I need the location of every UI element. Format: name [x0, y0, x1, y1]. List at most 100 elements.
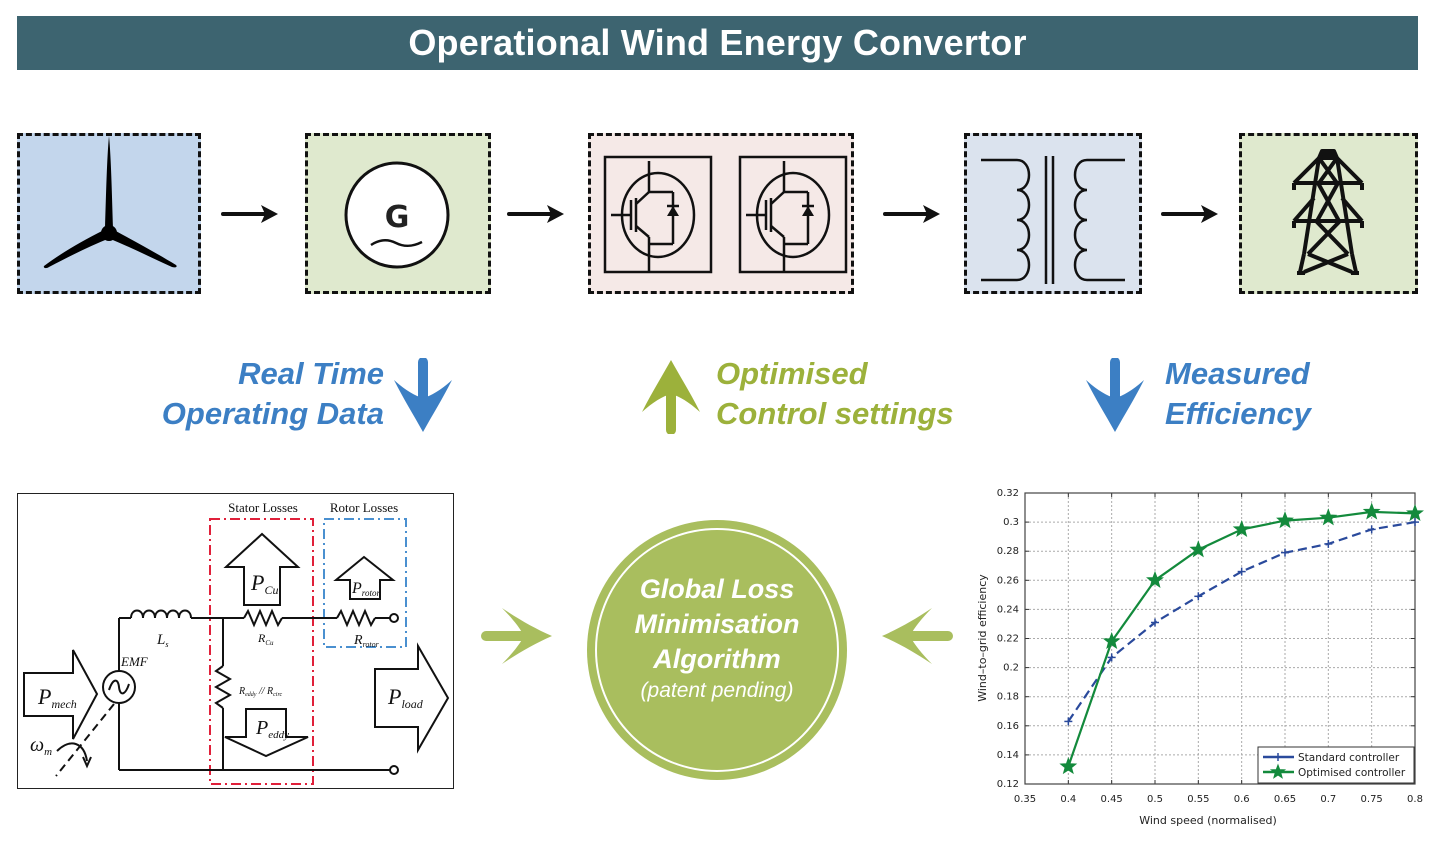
- flow-arrow-1: [221, 203, 281, 230]
- patent-note: (patent pending): [640, 679, 794, 702]
- data-point-standard: [1151, 618, 1159, 627]
- y-tick-label: 0.14: [997, 750, 1019, 761]
- x-tick-label: 0.8: [1407, 794, 1423, 805]
- x-tick-label: 0.4: [1060, 794, 1076, 805]
- legend-box: [1257, 746, 1415, 784]
- p-rotor-label: Protor: [351, 580, 380, 598]
- x-tick-label: 0.5: [1147, 794, 1163, 805]
- data-point-optimised: [1362, 502, 1381, 520]
- measured-efficiency-label: Measured Efficiency: [1165, 354, 1415, 434]
- up-arrow-icon: [642, 360, 700, 434]
- measured-line1: Measured: [1165, 356, 1310, 391]
- stator-losses-label: Stator Losses: [228, 500, 298, 515]
- efficiency-chart: 0.35 0.4 0.45 0.5 0.55 0.6 0.65 0.7 0.75 0.8 0.12 0…: [976, 488, 1424, 827]
- y-tick-label: 0.16: [997, 721, 1019, 732]
- generator-block: G: [305, 133, 491, 294]
- data-point-standard: [1237, 567, 1246, 576]
- data-point-standard: [1411, 518, 1419, 527]
- rcu-label: RCu: [257, 631, 274, 647]
- x-tick-label: 0.35: [1014, 794, 1036, 805]
- title-banner: Operational Wind Energy Convertor: [17, 16, 1418, 70]
- realtime-line2: Operating Data: [161, 396, 384, 431]
- p-mech-label: Pmech: [37, 684, 77, 711]
- y-tick-label: 0.18: [997, 692, 1019, 703]
- optimised-line1: Optimised: [716, 356, 868, 391]
- optimised-line2: Control settings: [716, 396, 954, 431]
- flow-arrow-4: [1161, 203, 1221, 230]
- flow-arrow-2: [507, 203, 567, 230]
- legend-label: Standard controller: [1298, 752, 1400, 764]
- x-tick-label: 0.7: [1320, 794, 1336, 805]
- legend-label: Optimised controller: [1298, 767, 1406, 779]
- x-tick-label: 0.6: [1234, 794, 1250, 805]
- y-axis-label: Wind–to–grid efficiency: [976, 574, 989, 702]
- data-point-standard: [1324, 539, 1333, 548]
- data-point-optimised: [1276, 511, 1294, 529]
- down-arrow-icon: [1086, 358, 1144, 432]
- data-point-optimised: [1059, 757, 1078, 775]
- series-line-standard: [1067, 521, 1416, 723]
- down-arrow-icon: [394, 358, 452, 432]
- data-point-optimised: [1319, 508, 1338, 526]
- data-point-standard: [1281, 548, 1289, 557]
- wind-turbine-icon: [43, 136, 177, 269]
- page-title: Operational Wind Energy Convertor: [408, 22, 1027, 63]
- algorithm-ring: [595, 528, 839, 772]
- power-converter-block: [588, 133, 854, 294]
- y-tick-label: 0.26: [997, 575, 1019, 586]
- wind-turbine-block: [17, 133, 201, 294]
- algorithm-line2: Minimisation: [634, 609, 800, 639]
- transformer-block: [964, 133, 1142, 294]
- loss-model-circuit: Stator Losses Rotor Losses: [17, 493, 454, 789]
- legend-marker: [1269, 763, 1287, 779]
- x-tick-label: 0.65: [1274, 794, 1296, 805]
- flow-arrow-3: [883, 203, 943, 230]
- plot-frame: [1024, 492, 1416, 785]
- y-tick-label: 0.22: [997, 634, 1019, 645]
- y-tick-label: 0.24: [997, 604, 1019, 615]
- y-tick-label: 0.12: [997, 779, 1019, 790]
- rotor-losses-label: Rotor Losses: [330, 500, 398, 515]
- pylon-icon: [1292, 149, 1364, 275]
- data-point-optimised: [1146, 570, 1164, 588]
- data-point-standard: [1064, 717, 1073, 726]
- transformer-icon: [981, 156, 1125, 284]
- y-tick-label: 0.3: [1003, 517, 1019, 528]
- arrow-left-to-algorithm-icon: [882, 608, 953, 664]
- generator-symbol: G: [385, 200, 410, 235]
- y-tick-label: 0.28: [997, 546, 1019, 557]
- grid-pylon-block: [1239, 133, 1418, 294]
- x-tick-label: 0.75: [1361, 794, 1383, 805]
- loss-minimisation-algorithm: Global Loss Minimisation Algorithm (pate…: [587, 520, 847, 780]
- ls-label: Ls: [156, 632, 168, 649]
- data-point-optimised: [1102, 631, 1121, 650]
- arrow-right-to-algorithm-icon: [481, 608, 552, 664]
- omega-label: ωm: [30, 734, 52, 758]
- rrotor-label: Rrotor: [353, 633, 380, 649]
- measured-line2: Efficiency: [1165, 396, 1311, 431]
- x-tick-label: 0.55: [1187, 794, 1209, 805]
- optimised-settings-label: Optimised Control settings: [716, 354, 1016, 434]
- x-axis-label: Wind speed (normalised): [1139, 814, 1277, 827]
- algorithm-line1: Global Loss: [639, 574, 795, 604]
- rotor-losses-region: [323, 518, 407, 648]
- p-cu-label: PCu: [250, 570, 278, 597]
- legend-marker: [1274, 753, 1282, 761]
- p-load-label: Pload: [387, 684, 424, 711]
- data-point-optimised: [1189, 540, 1208, 558]
- emf-label: EMF: [120, 654, 149, 669]
- igbt-converter-icon: [603, 155, 848, 274]
- p-eddy-label: Peddy: [255, 717, 289, 741]
- data-point-standard: [1367, 525, 1376, 534]
- realtime-data-label: Real Time Operating Data: [130, 354, 384, 434]
- reddy-label: Reddy // Rcirc: [238, 686, 283, 698]
- x-tick-label: 0.45: [1101, 794, 1123, 805]
- stator-losses-region: [209, 518, 314, 785]
- data-point-standard: [1194, 592, 1203, 601]
- algorithm-line3: Algorithm: [653, 644, 781, 674]
- y-tick-label: 0.2: [1003, 663, 1019, 674]
- data-point-optimised: [1232, 519, 1251, 537]
- data-point-optimised: [1406, 503, 1424, 521]
- generator-icon: G: [344, 161, 450, 269]
- realtime-line1: Real Time: [238, 356, 384, 391]
